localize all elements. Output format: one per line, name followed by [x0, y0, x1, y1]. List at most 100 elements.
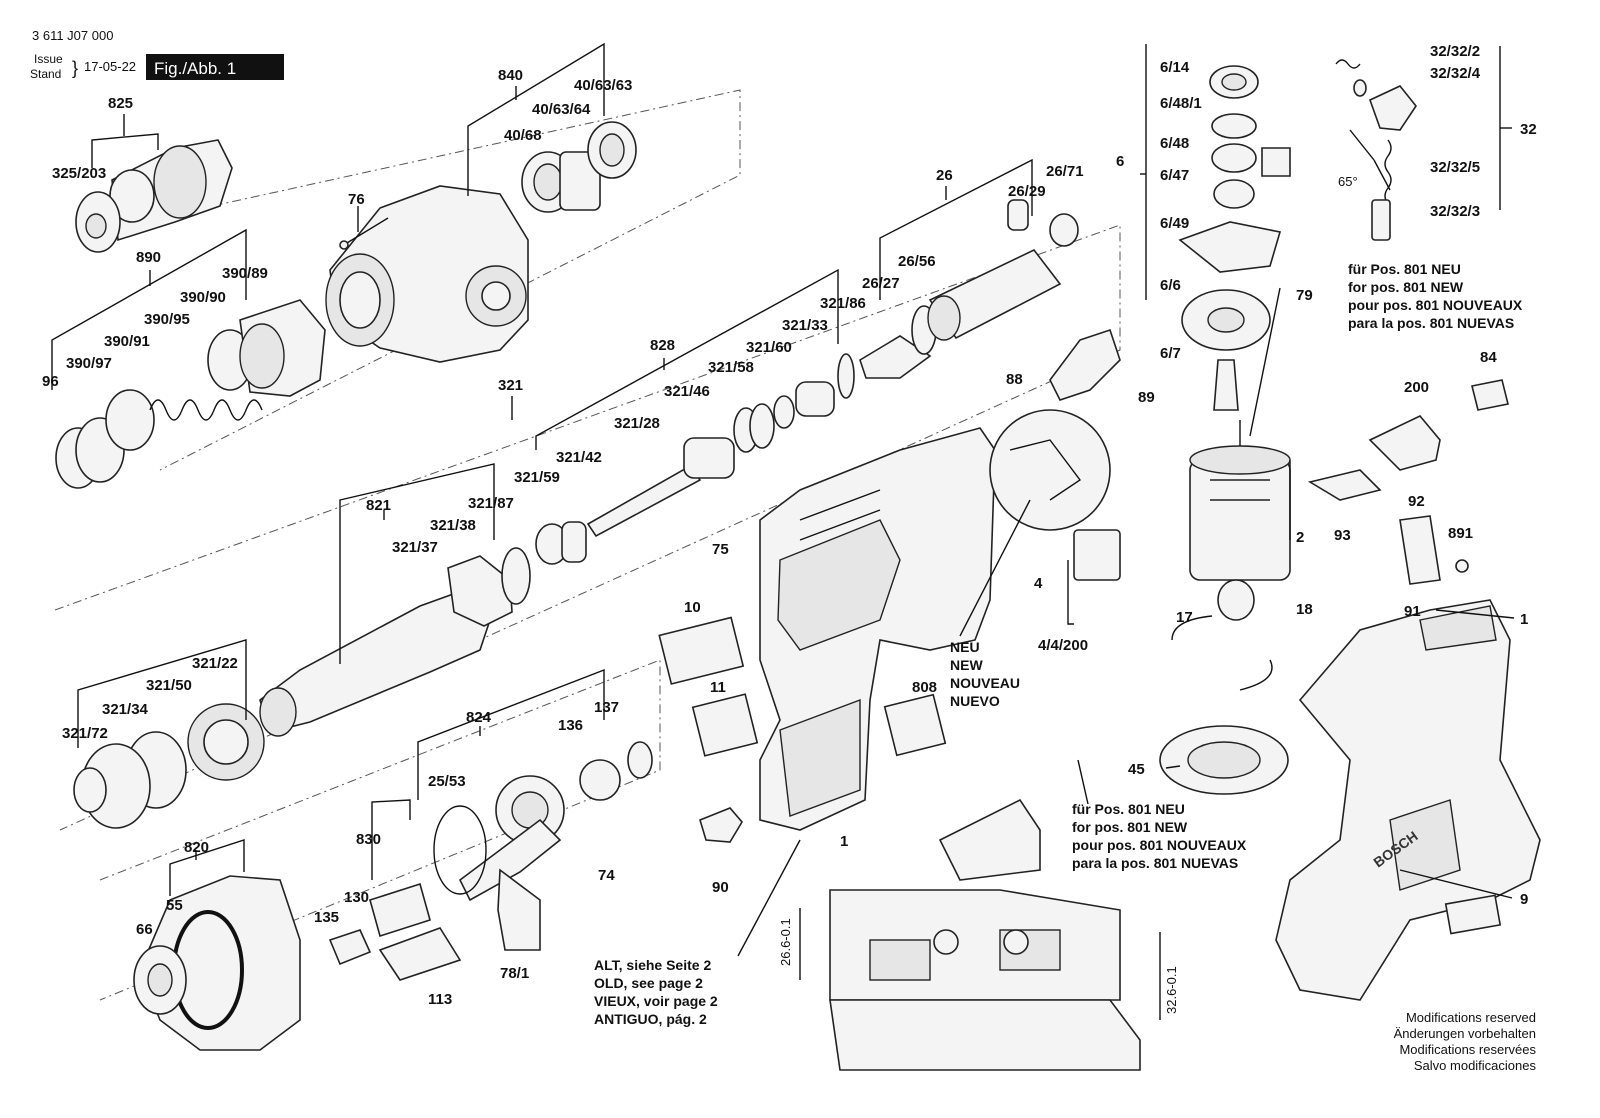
- part-label: 824: [466, 709, 492, 726]
- svg-text:NEU: NEU: [950, 639, 980, 655]
- spindle-321: [73, 547, 531, 829]
- part-label: 321/42: [556, 449, 602, 466]
- gearbox-824: [433, 741, 653, 951]
- dimension-a: 26.6-0.1: [778, 918, 793, 966]
- issue-label: Issue: [34, 52, 63, 66]
- svg-text:für Pos. 801 NEU: für Pos. 801 NEU: [1348, 261, 1461, 277]
- part-label: 45: [1128, 761, 1145, 778]
- figure-tag: [146, 54, 284, 80]
- cylinder-26: [859, 199, 1079, 379]
- part-label: 821: [366, 497, 391, 514]
- leader-lines: [51, 42, 1515, 957]
- part-label: 6/14: [1160, 59, 1190, 76]
- part-label: 390/97: [66, 355, 112, 372]
- svg-text:pour pos. 801 NOUVEAUX: pour pos. 801 NOUVEAUX: [1072, 837, 1247, 853]
- switch-housing-1: [759, 409, 1111, 831]
- doc-number: 3 611 J07 000: [32, 28, 113, 43]
- part-label: 130: [344, 889, 369, 906]
- svg-text:ALT, siehe Seite 2: ALT, siehe Seite 2: [594, 957, 711, 973]
- part-label: 96: [42, 373, 59, 390]
- svg-text:pour pos. 801 NOUVEAUX: pour pos. 801 NOUVEAUX: [1348, 297, 1523, 313]
- part-label: 75: [712, 541, 729, 558]
- stand-label: Stand: [30, 67, 61, 81]
- part-label: 2: [1296, 529, 1304, 546]
- svg-text:NOUVEAU: NOUVEAU: [950, 675, 1020, 691]
- part-label: 32: [1520, 121, 1537, 138]
- part-label: 321/28: [614, 415, 660, 432]
- part-label: 825: [108, 95, 133, 112]
- part-label: 6/7: [1160, 345, 1181, 362]
- part-label: 89: [1138, 389, 1155, 406]
- part-label: 88: [1006, 371, 1023, 388]
- part-label: 6/48/1: [1160, 95, 1202, 112]
- gear-housing-840: [325, 185, 529, 363]
- bearing-40-63: [521, 121, 637, 213]
- part-label: 26/27: [862, 275, 900, 292]
- part-label: 32/32/4: [1430, 65, 1481, 82]
- part-label: 32/32/5: [1430, 159, 1480, 176]
- part-label: 321/38: [430, 517, 476, 534]
- assembly-guides: [54, 89, 1121, 1001]
- svg-text:für Pos. 801 NEU: für Pos. 801 NEU: [1072, 801, 1185, 817]
- svg-text:Modifications reserved: Modifications reserved: [1406, 1010, 1536, 1025]
- part-label: 390/91: [104, 333, 150, 350]
- svg-text:}: }: [72, 58, 78, 78]
- part-label: 321: [498, 377, 523, 394]
- part-label: 6/47: [1160, 167, 1189, 184]
- part-label: 66: [136, 921, 153, 938]
- part-label: 26: [936, 167, 953, 184]
- part-label: 84: [1480, 349, 1497, 366]
- dimension-detail: [799, 889, 1161, 1071]
- part-label: 891: [1448, 525, 1473, 542]
- part-label: 113: [428, 991, 452, 1008]
- brush-holder-32: [1335, 59, 1417, 241]
- svg-text:para la pos. 801 NUEVAS: para la pos. 801 NUEVAS: [1348, 315, 1514, 331]
- misc-parts: [658, 328, 1509, 935]
- svg-text:NEW: NEW: [950, 657, 983, 673]
- part-label: 4/4/200: [1038, 637, 1088, 654]
- issue-date: 17-05-22: [84, 59, 136, 74]
- part-label: 390/90: [180, 289, 226, 306]
- svg-text:VIEUX, voir page 2: VIEUX, voir page 2: [594, 993, 718, 1009]
- svg-text:for pos. 801 NEW: for pos. 801 NEW: [1348, 279, 1464, 295]
- part-label: 321/50: [146, 677, 192, 694]
- part-label: 321/34: [102, 701, 149, 718]
- part-label: 390/95: [144, 311, 190, 328]
- part-label: 6/6: [1160, 277, 1181, 294]
- part-label: 321/86: [820, 295, 866, 312]
- part-label: 321/37: [392, 539, 438, 556]
- note-old-labels: ALT, siehe Seite 2 OLD, see page 2 VIEUX…: [594, 957, 718, 1027]
- part-label: 6: [1116, 153, 1124, 170]
- part-label: 890: [136, 249, 161, 266]
- spring-group-890: [55, 299, 326, 489]
- part-label: 136: [558, 717, 583, 734]
- part-label: 40/68: [504, 127, 542, 144]
- part-label: 92: [1408, 493, 1425, 510]
- svg-text:para la pos. 801 NUEVAS: para la pos. 801 NUEVAS: [1072, 855, 1238, 871]
- part-label: 321/59: [514, 469, 560, 486]
- part-label: 137: [594, 699, 619, 716]
- part-label: 32/32/3: [1430, 203, 1480, 220]
- footer-disclaimer: Modifications reserved Änderungen vorbeh…: [1394, 1010, 1537, 1073]
- svg-text:NUEVO: NUEVO: [950, 693, 1000, 709]
- part-label: 321/46: [664, 383, 710, 400]
- part-label: 6/48: [1160, 135, 1189, 152]
- part-label: 200: [1404, 379, 1429, 396]
- part-label: 325/203: [52, 165, 106, 182]
- part-label: 321/58: [708, 359, 754, 376]
- svg-text:ANTIGUO, pág. 2: ANTIGUO, pág. 2: [594, 1011, 707, 1027]
- part-label: 32/32/2: [1430, 43, 1480, 60]
- svg-text:for pos. 801 NEW: for pos. 801 NEW: [1072, 819, 1188, 835]
- chuck-825: [75, 139, 233, 253]
- part-label: 321/33: [782, 317, 828, 334]
- part-label: 1: [840, 833, 848, 850]
- part-label: 91: [1404, 603, 1421, 620]
- part-label: 74: [598, 867, 615, 884]
- fan-bearing-stack-6: [1178, 65, 1291, 411]
- part-label: 40/63/63: [574, 77, 632, 94]
- part-label: 6/49: [1160, 215, 1189, 232]
- part-label: 25/53: [428, 773, 466, 790]
- figure-label: Fig./Abb. 1: [154, 59, 236, 78]
- part-label: 40/63/64: [532, 101, 591, 118]
